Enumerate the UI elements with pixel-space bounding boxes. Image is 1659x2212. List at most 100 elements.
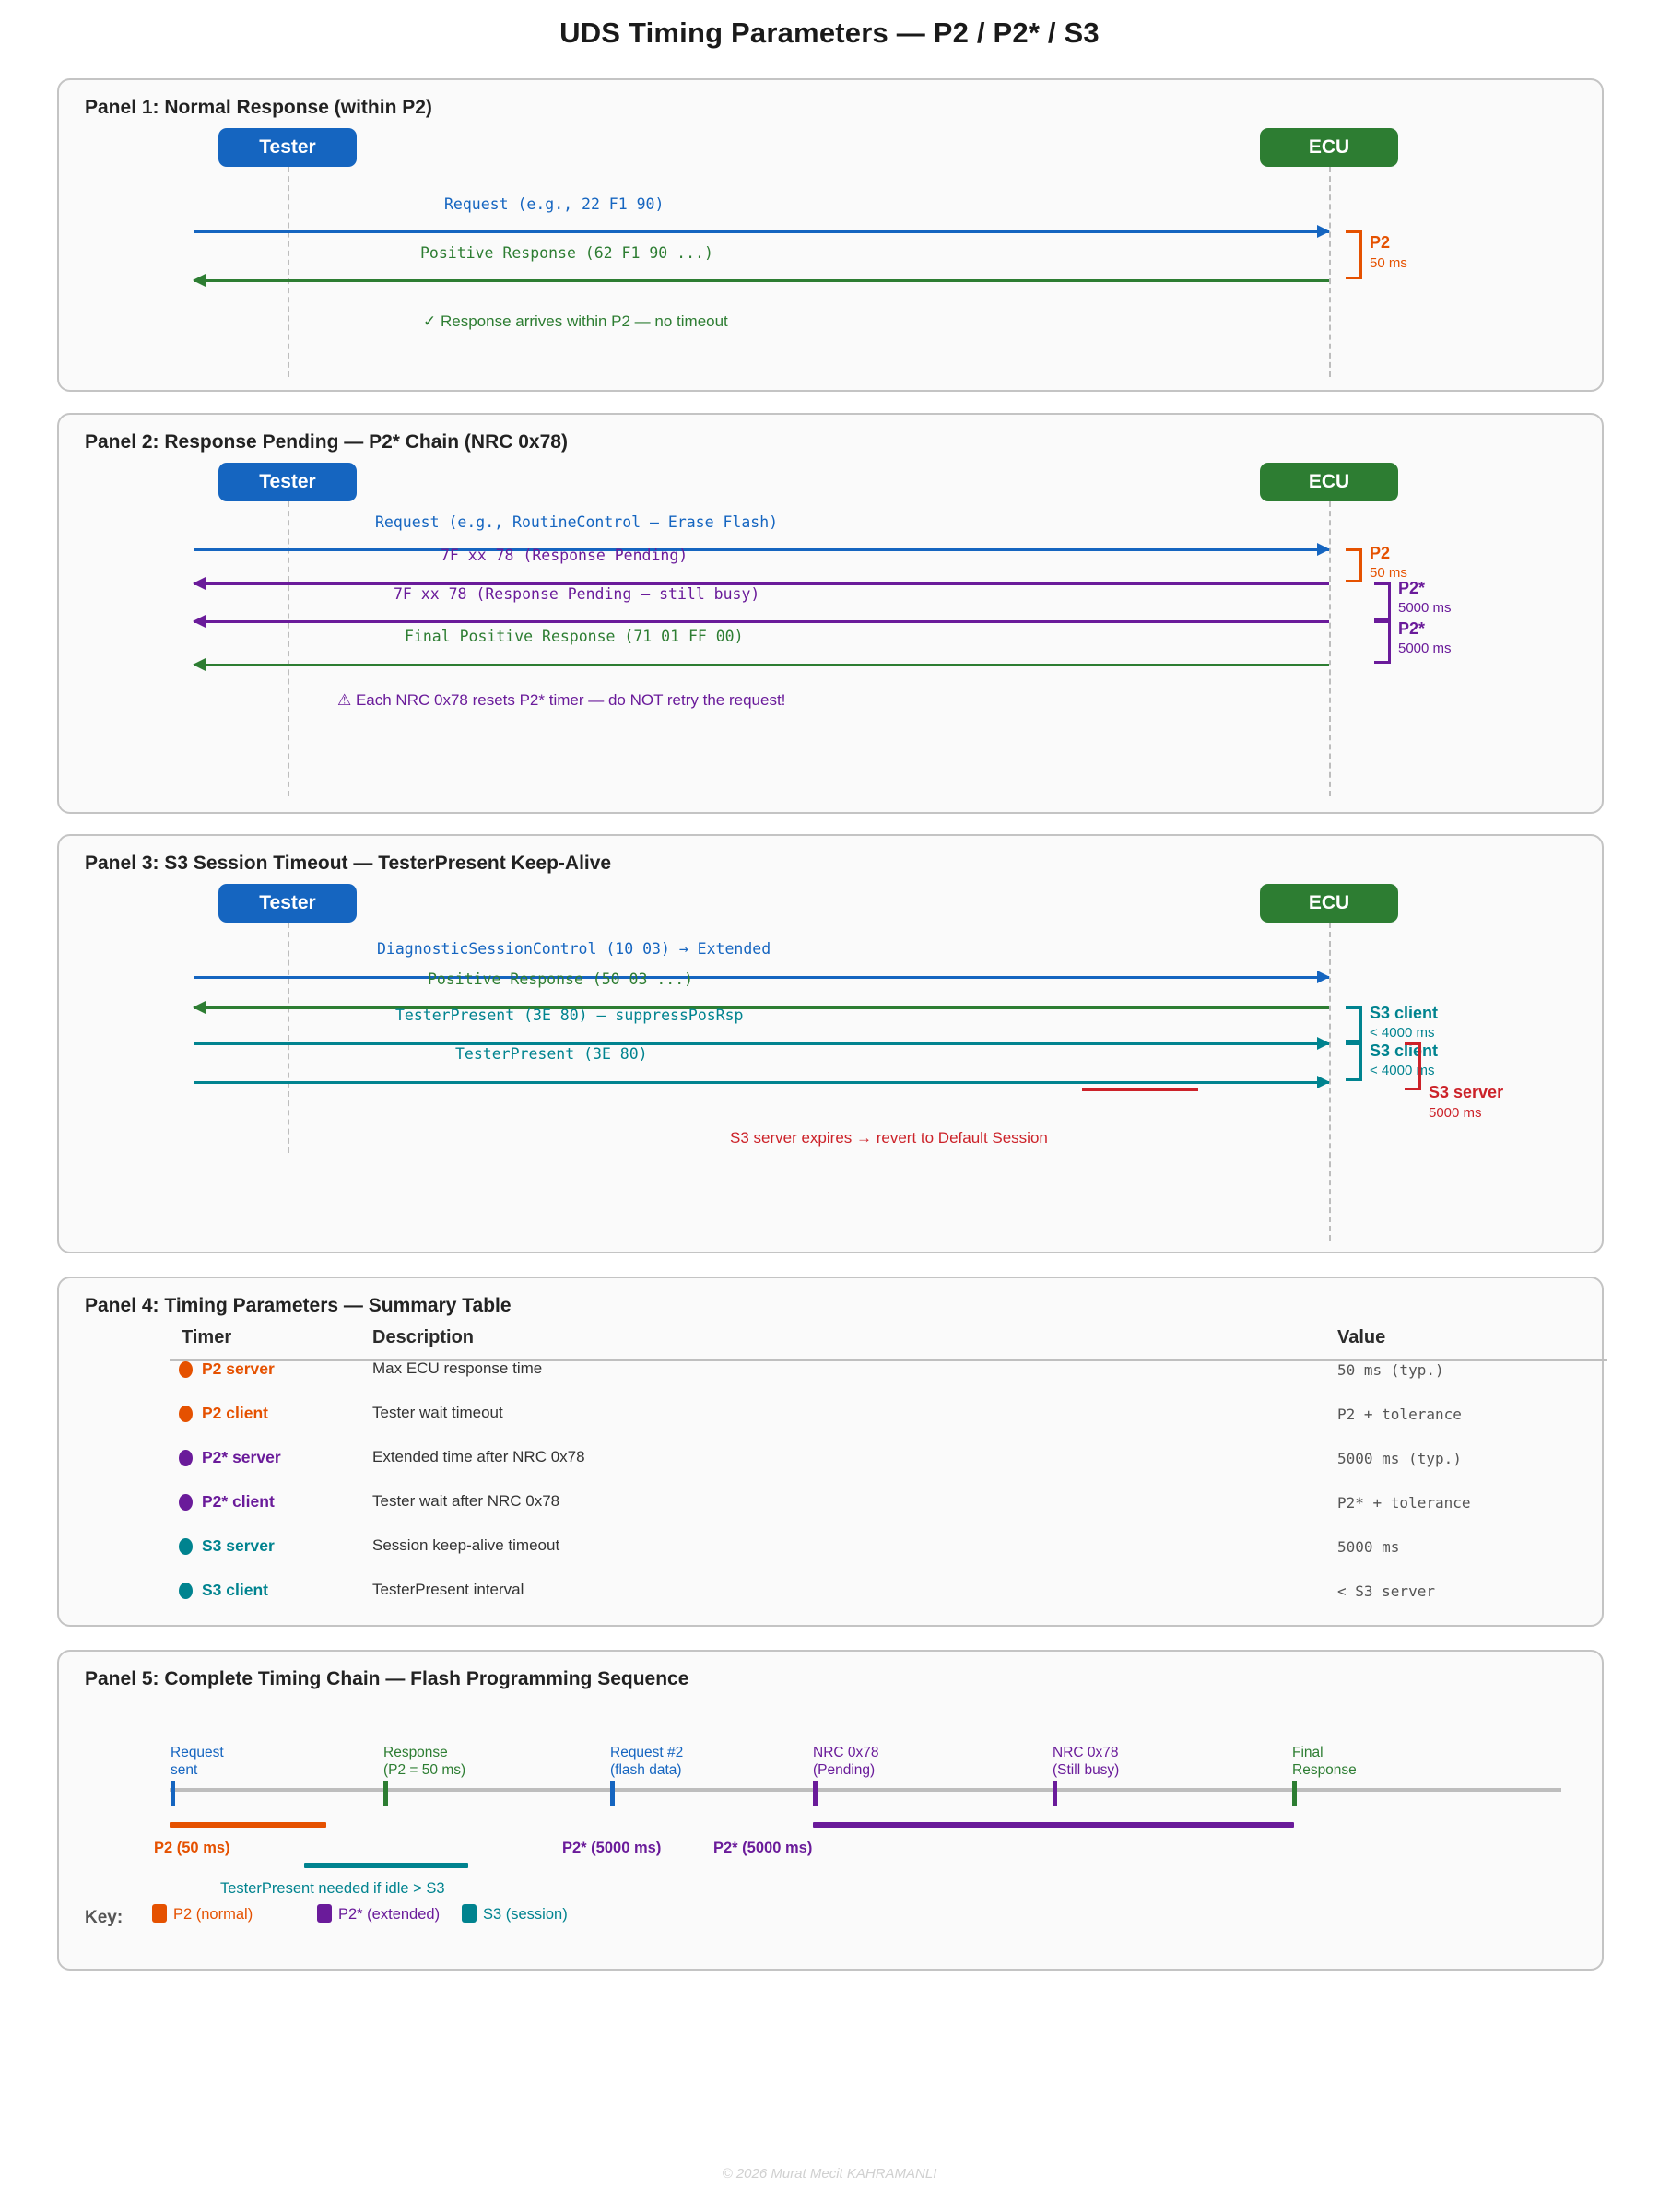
- table-cell-value: 5000 ms (typ.): [1337, 1450, 1462, 1467]
- timeline-event-label: Final Response: [1292, 1744, 1357, 1779]
- lifeline-ecu: [1329, 167, 1331, 377]
- lifeline-tester: [288, 501, 289, 796]
- timeline-tick: [1292, 1781, 1297, 1806]
- actor-tester-label: Tester: [259, 892, 316, 913]
- table-cell-description: Session keep-alive timeout: [372, 1536, 560, 1554]
- bracket-s3-client-1: [1346, 1006, 1362, 1042]
- table-header-description: Description: [372, 1327, 475, 1347]
- panel-5-title: Panel 5: Complete Timing Chain — Flash P…: [85, 1668, 689, 1689]
- bracket-p2star-2-value: 5000 ms: [1398, 641, 1452, 656]
- s3-server-expire-line: [1082, 1088, 1198, 1091]
- footer-copyright: © 2026 Murat Mecit KAHRAMANLI: [722, 2166, 937, 2182]
- actor-tester: Tester: [218, 884, 357, 923]
- bracket-p2-name: P2: [1370, 544, 1391, 562]
- timeline-event-label: NRC 0x78 (Still busy): [1053, 1744, 1119, 1779]
- timeline-span-p2star-label-2: P2* (5000 ms): [713, 1840, 813, 1856]
- message-label: TesterPresent (3E 80): [455, 1045, 648, 1063]
- panel-2-title: Panel 2: Response Pending — P2* Chain (N…: [85, 431, 568, 453]
- timeline-event-line2: (Still busy): [1053, 1762, 1120, 1778]
- table-header-rule: [170, 1359, 1607, 1361]
- bracket-p2star-2: [1374, 620, 1391, 664]
- bracket-p2: [1346, 230, 1362, 279]
- key-item-label: P2* (extended): [338, 1906, 441, 1923]
- table-header-value: Value: [1337, 1327, 1386, 1347]
- table-cell-value: < S3 server: [1337, 1583, 1435, 1600]
- panel-4-summary-table: Panel 4: Timing Parameters — Summary Tab…: [57, 1277, 1607, 1627]
- timeline-span-testerpresent: [304, 1863, 468, 1868]
- message-label: Request (e.g., RoutineControl — Erase Fl…: [375, 513, 779, 531]
- timeline-event-label: Response (P2 = 50 ms): [383, 1744, 465, 1779]
- timeline-event-line2: (flash data): [610, 1762, 682, 1778]
- actor-tester-label: Tester: [259, 136, 316, 158]
- bracket-s3-client-2: [1346, 1042, 1362, 1081]
- timeline-event-label: Request #2 (flash data): [610, 1744, 683, 1779]
- key-swatch-p2star: [317, 1904, 332, 1923]
- bracket-s3-client-1-value: < 4000 ms: [1370, 1025, 1435, 1041]
- timeline-event-line2: sent: [171, 1762, 198, 1778]
- timeline-event-line2: (Pending): [813, 1762, 876, 1778]
- timeline-event-line1: Request: [171, 1745, 224, 1760]
- bracket-s3-server: [1405, 1042, 1421, 1090]
- key-label: Key:: [85, 1908, 124, 1927]
- actor-ecu-label: ECU: [1308, 136, 1350, 158]
- table-cell-timer: P2 client: [202, 1404, 268, 1422]
- bracket-p2: [1346, 548, 1362, 582]
- table-cell-value: P2* + tolerance: [1337, 1494, 1471, 1512]
- actor-ecu: ECU: [1260, 884, 1398, 923]
- bracket-p2star-1-name: P2*: [1398, 579, 1426, 597]
- timeline-tick: [1053, 1781, 1057, 1806]
- table-cell-value: 50 ms (typ.): [1337, 1361, 1444, 1379]
- lifeline-ecu: [1329, 923, 1331, 1241]
- bracket-p2star-1: [1374, 582, 1391, 620]
- message-label: Final Positive Response (71 01 FF 00): [405, 628, 744, 645]
- timeline-event-label: NRC 0x78 (Pending): [813, 1744, 879, 1779]
- table-cell-description: Extended time after NRC 0x78: [372, 1448, 585, 1465]
- table-row-color-dot: [179, 1494, 193, 1511]
- panel-4-title: Panel 4: Timing Parameters — Summary Tab…: [85, 1295, 512, 1316]
- panel-3-s3-session-timeout: Panel 3: S3 Session Timeout — TesterPres…: [57, 834, 1604, 1253]
- bracket-s3-server-name: S3 server: [1429, 1083, 1504, 1101]
- timeline-event-line2: (P2 = 50 ms): [383, 1762, 466, 1778]
- timeline-span-p2: [170, 1822, 326, 1828]
- timeline-event-line1: NRC 0x78: [1053, 1745, 1119, 1760]
- panel-1-normal-response: Panel 1: Normal Response (within P2) Tes…: [57, 78, 1604, 392]
- timeline-tick: [813, 1781, 818, 1806]
- table-cell-description: Tester wait timeout: [372, 1404, 503, 1421]
- panel-1-title: Panel 1: Normal Response (within P2): [85, 97, 432, 118]
- table-row-color-dot: [179, 1538, 193, 1555]
- actor-ecu-label: ECU: [1308, 471, 1350, 492]
- key-item-label: P2 (normal): [173, 1906, 253, 1923]
- lifeline-tester: [288, 167, 289, 377]
- table-cell-timer: S3 server: [202, 1536, 275, 1555]
- bracket-p2-name: P2: [1370, 233, 1391, 252]
- actor-ecu: ECU: [1260, 463, 1398, 501]
- timeline-event-line1: Request #2: [610, 1745, 684, 1760]
- timeline-tick: [610, 1781, 615, 1806]
- bracket-p2star-1-value: 5000 ms: [1398, 600, 1452, 616]
- table-header-timer: Timer: [182, 1327, 232, 1347]
- timeline-span-p2-label: P2 (50 ms): [154, 1840, 230, 1856]
- table-cell-timer: S3 client: [202, 1581, 268, 1599]
- panel-5-complete-timing-chain: Panel 5: Complete Timing Chain — Flash P…: [57, 1650, 1604, 1971]
- lifeline-ecu: [1329, 501, 1331, 796]
- table-row-color-dot: [179, 1361, 193, 1378]
- panel-3-title: Panel 3: S3 Session Timeout — TesterPres…: [85, 853, 612, 874]
- message-label: Request (e.g., 22 F1 90): [444, 195, 665, 213]
- table-row-color-dot: [179, 1583, 193, 1599]
- timeline-event-label: Request sent: [171, 1744, 224, 1779]
- table-cell-value: P2 + tolerance: [1337, 1406, 1462, 1423]
- message-label: 7F xx 78 (Response Pending): [441, 547, 688, 564]
- table-row-color-dot: [179, 1450, 193, 1466]
- timeline-axis: [170, 1788, 1561, 1792]
- message-label: Positive Response (62 F1 90 ...): [420, 244, 713, 262]
- panel-1-note: ✓ Response arrives within P2 — no timeou…: [423, 312, 728, 330]
- bracket-s3-client-2-value: < 4000 ms: [1370, 1063, 1435, 1078]
- panel-2-note: ⚠ Each NRC 0x78 resets P2* timer — do NO…: [337, 691, 786, 709]
- table-row-color-dot: [179, 1406, 193, 1422]
- panel-2-response-pending: Panel 2: Response Pending — P2* Chain (N…: [57, 413, 1604, 814]
- bracket-p2-value: 50 ms: [1370, 255, 1407, 271]
- timeline-span-p2star-label-1: P2* (5000 ms): [562, 1840, 662, 1856]
- timeline-tick: [171, 1781, 175, 1806]
- table-cell-value: 5000 ms: [1337, 1538, 1400, 1556]
